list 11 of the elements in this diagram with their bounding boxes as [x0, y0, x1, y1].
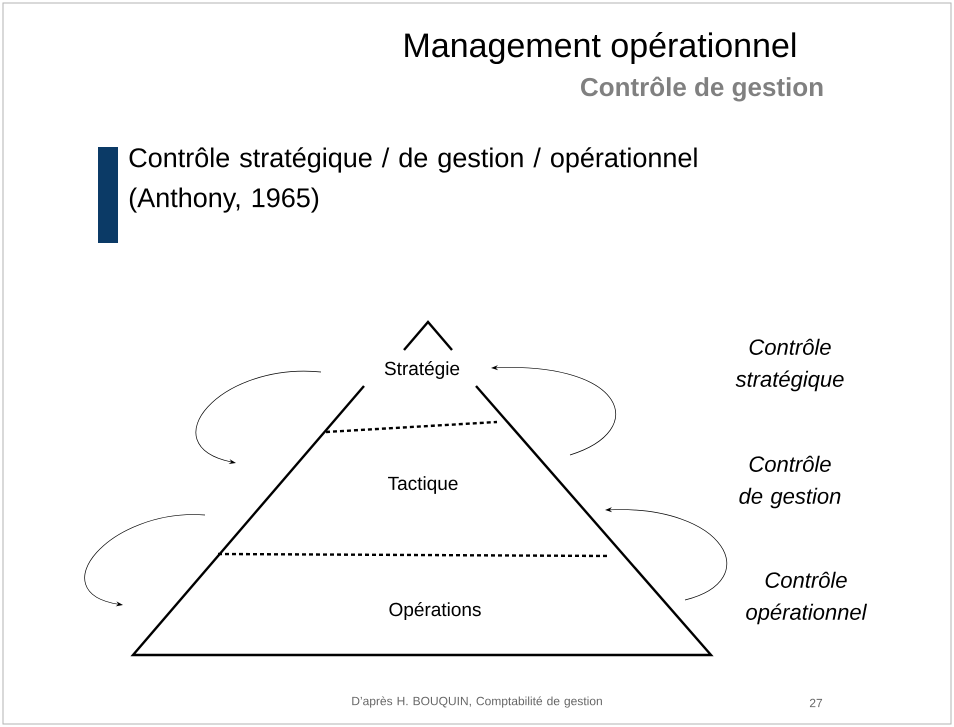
- side-label: Contrôle de gestion: [739, 456, 840, 508]
- level-label: Tactique: [388, 476, 458, 494]
- level-label: Opérations: [389, 602, 481, 620]
- title: Management opérationnel: [405, 32, 796, 64]
- heading: Contrôle stratégique / de gestion / opérationnel (Anthony, 1965): [98, 147, 697, 243]
- subtitle: Contrôle de gestion: [581, 76, 822, 102]
- level-label: Stratégie: [384, 361, 460, 379]
- side-label: Contrôle opérationnel: [746, 572, 868, 624]
- side-label: Contrôle stratégique: [736, 338, 844, 392]
- page-number: 27: [810, 698, 822, 708]
- source-note: D’après H. BOUQUIN, Comptabilité de gestion: [352, 696, 602, 708]
